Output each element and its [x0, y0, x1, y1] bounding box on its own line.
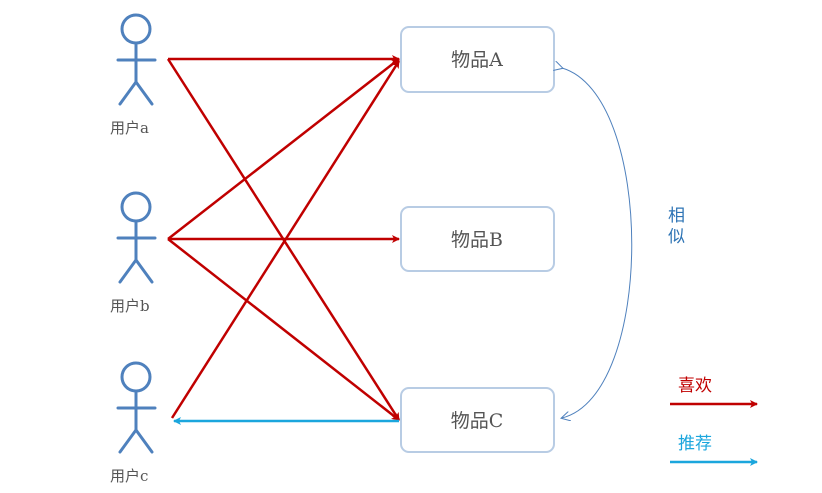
- item-a-label: 物品A: [451, 49, 503, 71]
- like-arrow-b-to-C: [167, 238, 400, 421]
- like-arrow-b-to-A: [167, 58, 400, 240]
- similarity-arc: [562, 68, 633, 418]
- item-b-label: 物品B: [451, 229, 503, 251]
- user-c-label: 用户c: [110, 467, 148, 485]
- legend-recommend-label: 推荐: [678, 434, 712, 454]
- similarity-label-1: 相: [668, 206, 685, 226]
- item-a-box: [400, 26, 555, 93]
- user-c-figure: [116, 361, 157, 454]
- user-b-figure: [116, 191, 157, 284]
- user-a-label: 用户a: [110, 119, 149, 137]
- legend-like-label: 喜欢: [678, 376, 712, 396]
- user-b-label: 用户b: [110, 297, 150, 315]
- user-a-figure: [116, 13, 157, 106]
- item-c-label: 物品C: [451, 410, 504, 432]
- like-arrow-c-to-A: [170, 60, 401, 419]
- similarity-label-2: 似: [668, 227, 685, 247]
